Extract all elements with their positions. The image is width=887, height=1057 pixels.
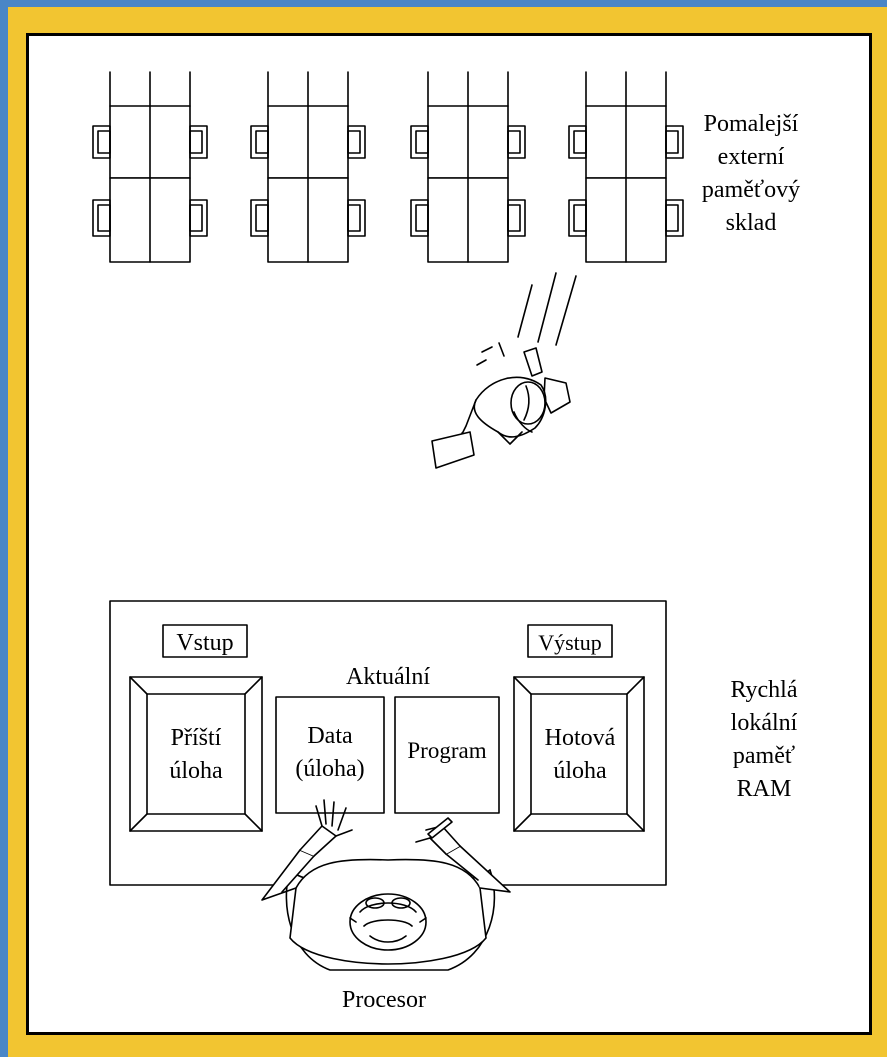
filing-cabinet-icon	[92, 71, 208, 263]
next-task-line-1: Příští	[171, 725, 222, 751]
svg-text:RAM: RAM	[737, 776, 792, 802]
pen-icon	[427, 817, 453, 839]
current-label: Aktuální	[346, 664, 430, 690]
done-task-line-2: úloha	[553, 758, 607, 784]
svg-text:Rychlá: Rychlá	[730, 677, 797, 703]
next-task-tray	[129, 676, 263, 832]
seated-person-icon	[261, 799, 511, 971]
svg-text:paměť: paměť	[733, 743, 795, 769]
output-label-box	[527, 624, 613, 658]
filing-cabinet-icon	[568, 71, 684, 263]
svg-text:paměťový: paměťový	[702, 177, 800, 203]
filing-cabinet-icon	[410, 71, 526, 263]
program-label: Program	[407, 738, 486, 763]
walking-person-icon	[431, 342, 571, 469]
ram-label: Rychlá lokální paměť RAM	[730, 677, 797, 802]
svg-text:Pomalejší: Pomalejší	[704, 111, 799, 137]
processor-label: Procesor	[342, 987, 426, 1013]
storage-label: Pomalejší externí paměťový sklad	[702, 111, 800, 236]
done-task-tray	[513, 676, 645, 832]
program-sheet	[394, 696, 500, 814]
svg-text:sklad: sklad	[726, 210, 777, 236]
filing-cabinet-icon	[250, 71, 366, 263]
input-label: Vstup	[176, 630, 233, 656]
next-task-line-2: úloha	[169, 758, 223, 784]
paper-sheet-icon	[431, 431, 475, 469]
input-label-box	[162, 624, 248, 658]
data-line-2: (úloha)	[295, 756, 364, 782]
done-task-line-1: Hotová	[545, 725, 616, 751]
data-line-1: Data	[307, 723, 353, 749]
svg-text:externí: externí	[718, 144, 785, 170]
svg-text:lokální: lokální	[731, 710, 798, 736]
data-sheet	[275, 696, 385, 814]
ram-table	[109, 600, 667, 886]
motion-lines	[517, 272, 577, 346]
output-label: Výstup	[538, 630, 602, 655]
